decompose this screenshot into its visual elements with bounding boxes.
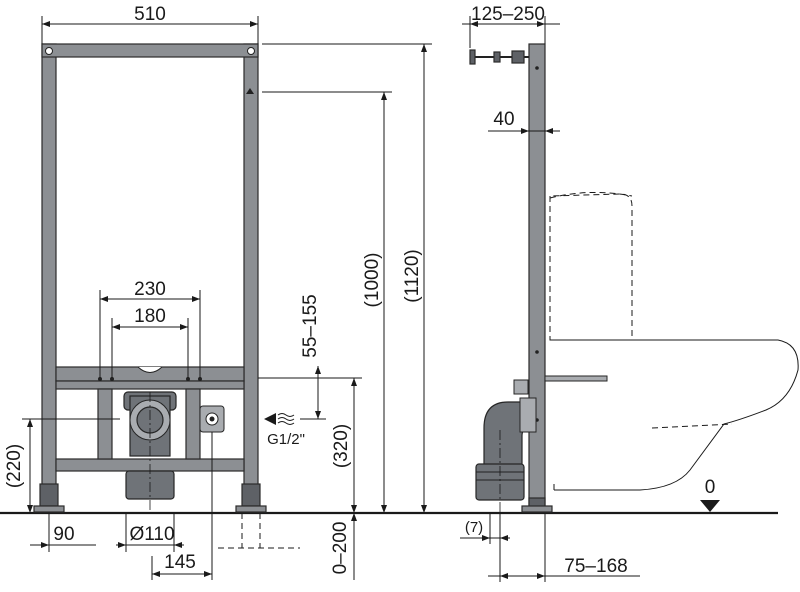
dim-floor-level-label: 0 xyxy=(705,477,716,498)
bolt-icon xyxy=(186,377,190,381)
frame-left-post xyxy=(41,43,57,507)
toilet-outline xyxy=(549,191,799,491)
dimension-frame-depth: 40 xyxy=(488,109,560,134)
frame-top-bar xyxy=(41,43,259,58)
dimension-height-total: (1120) xyxy=(262,43,432,513)
mount-notch xyxy=(137,366,163,373)
dimension-rod-length: 125–250 xyxy=(462,4,560,48)
dim-height-top-label: (1000) xyxy=(362,253,383,308)
frame-support-right xyxy=(185,388,201,460)
dim-pipe-spacing-inner-label: 180 xyxy=(134,306,166,327)
dim-inlet-thread-label: G1/2" xyxy=(267,431,305,448)
dimension-drain-diameter: Ø110 xyxy=(116,513,184,552)
front-inlet xyxy=(199,405,225,433)
foot-plate-left xyxy=(33,505,65,513)
dim-pipe-spacing-outer-label: 230 xyxy=(134,279,166,300)
frame-support-left xyxy=(97,388,113,460)
dim-drain-offset-label: 145 xyxy=(164,552,196,573)
dim-height-total-label: (1120) xyxy=(402,249,423,303)
anchor-rod-end xyxy=(469,49,476,65)
anchor-nut xyxy=(493,51,501,63)
dim-pipe-offset-label: (7) xyxy=(465,519,483,536)
side-post xyxy=(528,43,546,507)
floor-level-marker: 0 xyxy=(700,477,720,512)
dim-drain-height-label: (320) xyxy=(331,424,352,468)
dimension-pipe-spacing-outer: 230 xyxy=(99,279,201,378)
marker-icon xyxy=(246,88,254,94)
dimension-drain-height: (320) xyxy=(258,377,362,513)
side-frame xyxy=(469,43,608,513)
dim-drain-diameter-label: Ø110 xyxy=(129,524,174,545)
anchor-bracket xyxy=(511,50,525,64)
foot-left xyxy=(39,483,59,507)
side-drain-outlet xyxy=(475,463,525,501)
dimension-height-top: (1000) xyxy=(262,91,392,513)
bowl-mount-rod xyxy=(544,375,608,382)
dim-width-label: 510 xyxy=(134,4,166,25)
dimension-pipe-offset: (7) xyxy=(460,513,510,544)
floor-adjust-ghost xyxy=(218,513,300,549)
dim-rod-length-label: 125–250 xyxy=(471,4,545,25)
dim-frame-depth-label: 40 xyxy=(493,109,514,130)
foot-right xyxy=(241,483,261,507)
dimension-floor-range: 0–200 xyxy=(330,513,357,580)
frame-right-post xyxy=(243,43,259,507)
front-frame xyxy=(33,43,267,513)
dimension-drain-offset: 145 xyxy=(151,432,213,580)
front-drain xyxy=(123,391,177,512)
dimension-inlet-height: (220) xyxy=(4,418,120,513)
side-drain-collar xyxy=(519,397,537,433)
bolt-icon xyxy=(110,377,114,381)
dim-floor-range-label: 0–200 xyxy=(330,522,351,575)
foot-plate-right xyxy=(235,505,267,513)
side-foot-plate xyxy=(521,505,553,513)
dimension-inlet-range: 55–155 G1/2" xyxy=(267,294,326,448)
bolt-icon xyxy=(247,47,255,55)
dimension-foot: 90 xyxy=(30,513,96,552)
dim-inlet-height-label: (220) xyxy=(4,444,25,488)
dimension-pipe-spacing-inner: 180 xyxy=(111,306,189,378)
dimension-width: 510 xyxy=(41,4,259,44)
dim-foot-label: 90 xyxy=(53,524,74,545)
frame-lower-plate xyxy=(55,380,245,390)
level-marker-icon xyxy=(700,500,720,512)
side-inlet-fitting xyxy=(513,379,529,395)
inlet-valve-center xyxy=(209,416,215,422)
bolt-icon xyxy=(45,47,53,55)
dimension-depth-range: 75–168 xyxy=(488,513,640,582)
water-inlet-arrow-icon xyxy=(264,413,295,425)
bolt-icon xyxy=(198,377,202,381)
dim-depth-range-label: 75–168 xyxy=(564,556,627,577)
dim-inlet-range-label: 55–155 xyxy=(300,294,321,357)
bolt-icon xyxy=(98,377,102,381)
